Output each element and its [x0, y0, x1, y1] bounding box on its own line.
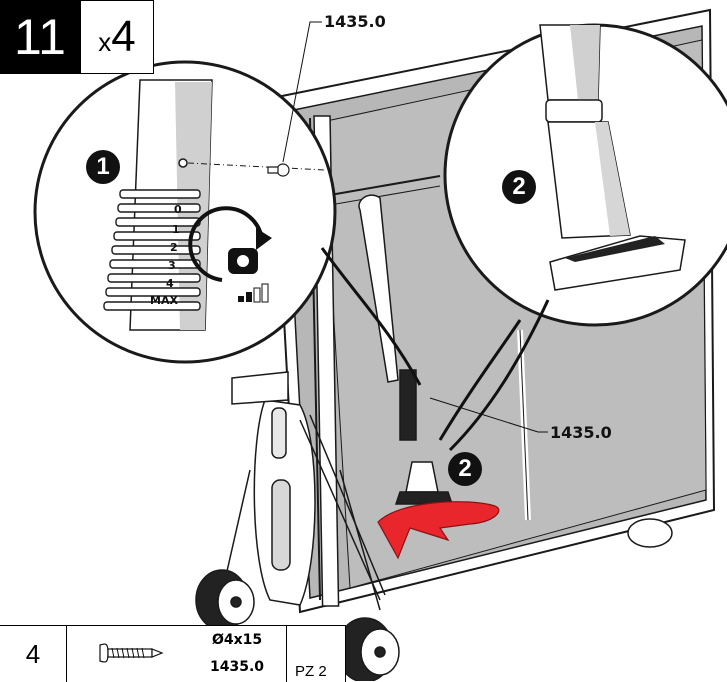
callout-part-code-right: 1435.0 — [550, 423, 612, 442]
callout-part-code-top: 1435.0 — [324, 12, 386, 31]
parts-legend: 4 Ø4x15 1435.0 PZ 2 — [0, 625, 346, 682]
detail-circle-right — [443, 23, 727, 327]
wheel-right — [336, 617, 400, 681]
leg-assembly — [224, 194, 417, 611]
scale-label-max: MAX — [150, 294, 178, 307]
step-quantity: x4 — [80, 0, 154, 74]
zoom-lines — [320, 247, 550, 452]
screw-icon — [267, 163, 290, 177]
detail-badge-1: 1 — [86, 150, 120, 184]
tool-label: PZ 2 — [295, 663, 327, 680]
scale-label-2: 2 — [170, 241, 178, 254]
quantity-prefix: x — [98, 27, 112, 57]
scale-label-1: 1 — [172, 223, 180, 236]
detail-badge-2: 2 — [502, 170, 536, 204]
main-badge-2: 2 — [448, 452, 482, 486]
wheel-back — [627, 518, 673, 548]
part-size: Ø4x15 — [212, 632, 263, 648]
rotate-adjust-icon — [188, 206, 272, 303]
tool-cell: PZ 2 — [286, 626, 346, 682]
scale-label-3: 3 — [168, 259, 176, 272]
callout-leaders — [282, 21, 548, 433]
scale-label-0: 0 — [174, 203, 182, 216]
detail-circle-left — [33, 60, 337, 364]
part-count: 4 — [0, 626, 67, 682]
rotate-arrow — [377, 501, 500, 560]
screw-legend-icon — [99, 643, 164, 663]
scale-label-4: 4 — [166, 277, 174, 290]
quantity-value: 4 — [111, 12, 136, 61]
wheel-left — [195, 569, 255, 631]
part-code: 1435.0 — [210, 659, 265, 675]
step-number: 11 — [0, 0, 80, 74]
